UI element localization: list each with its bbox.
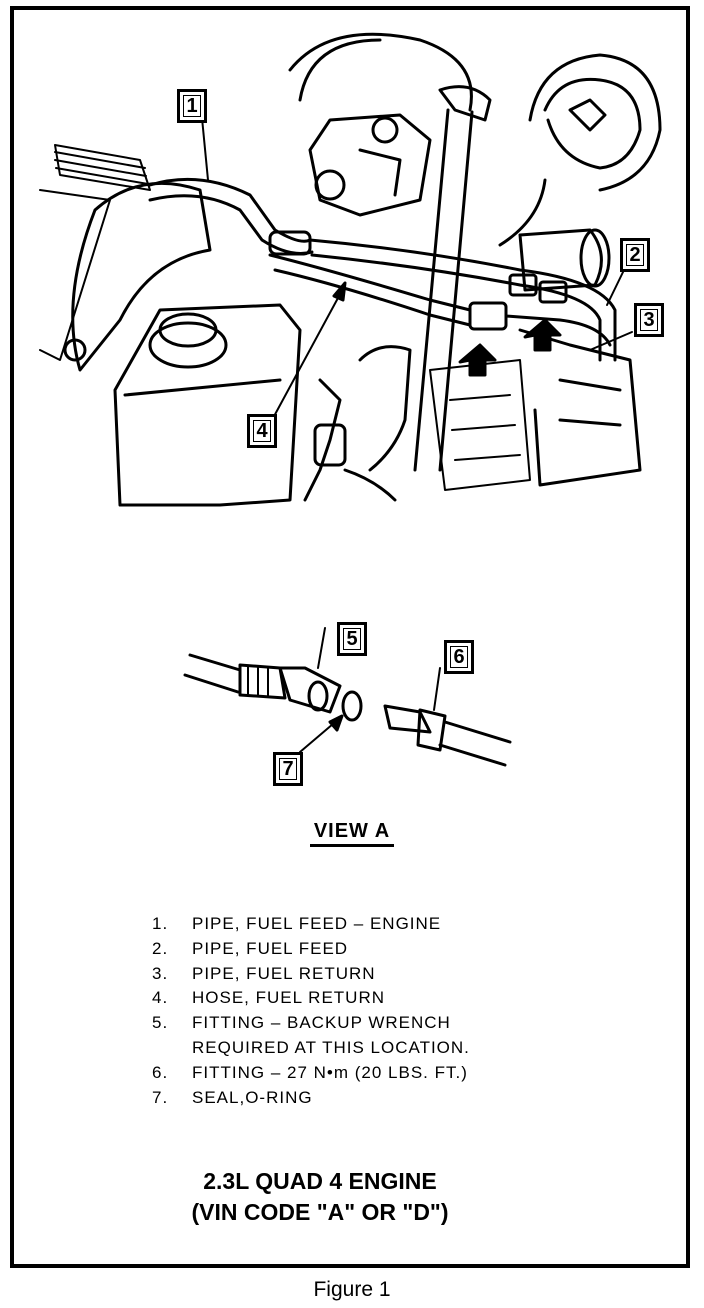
legend-item-continuation: REQUIRED AT THIS LOCATION. — [192, 1037, 470, 1057]
lower-hose — [358, 345, 412, 472]
fuel-line-left — [183, 653, 242, 694]
legend-item: 1.PIPE, FUEL FEED – ENGINE — [152, 914, 442, 933]
callout-5: 5 — [337, 622, 367, 656]
legend-item: 6.FITTING – 27 N•m (20 LBS. FT.) — [152, 1062, 468, 1082]
vertical-hose — [413, 108, 474, 472]
legend-item: 5.FITTING – BACKUP WRENCH — [152, 1013, 451, 1033]
legend-item: 4.HOSE, FUEL RETURN — [152, 988, 386, 1008]
pipe-fuel-feed-engine — [148, 177, 312, 243]
callout-3: 3 — [634, 303, 664, 337]
brake-booster — [288, 32, 473, 112]
callout-6: 6 — [444, 640, 474, 674]
figure-caption: Figure 1 — [313, 1278, 391, 1301]
master-cylinder — [308, 113, 432, 217]
fitting-5 — [238, 663, 287, 700]
engine-block — [429, 359, 531, 491]
view-a-arrow — [458, 343, 497, 377]
view-a-detail — [183, 627, 512, 767]
callout-2: 2 — [620, 238, 650, 272]
fitting-6 — [383, 704, 432, 734]
engine-title: 2.3L QUAD 4 ENGINE (VIN CODE "A" OR "D") — [0, 1166, 640, 1228]
pipe-fuel-feed — [308, 238, 617, 362]
figure-frame — [10, 6, 690, 1268]
callout-7: 7 — [273, 752, 303, 786]
o-ring-seal — [341, 690, 363, 722]
engine-title-line1: 2.3L QUAD 4 ENGINE — [203, 1168, 437, 1194]
callout-4: 4 — [247, 414, 277, 448]
coolant-reservoir — [113, 303, 302, 507]
bracket — [518, 328, 642, 487]
parts-legend: 1.PIPE, FUEL FEED – ENGINE 2.PIPE, FUEL … — [152, 912, 470, 1110]
engine-illustration — [39, 32, 662, 767]
radiator — [39, 144, 151, 361]
callout-1: 1 — [177, 89, 207, 123]
reservoir-cap — [148, 321, 228, 369]
engine-title-line2: (VIN CODE "A" OR "D") — [191, 1199, 449, 1225]
air-cleaner — [528, 53, 662, 192]
brake-booster — [298, 38, 382, 102]
view-a-label: VIEW A — [0, 820, 704, 847]
legend-item: 2.PIPE, FUEL FEED — [152, 938, 349, 958]
fuel-line-right — [438, 720, 512, 767]
legend-item: 7.SEAL,O-RING — [152, 1087, 313, 1107]
view-a-arrow — [523, 318, 562, 352]
legend-item: 3.PIPE, FUEL RETURN — [152, 963, 376, 983]
hose-fuel-return — [268, 253, 472, 327]
bolt — [63, 338, 87, 362]
